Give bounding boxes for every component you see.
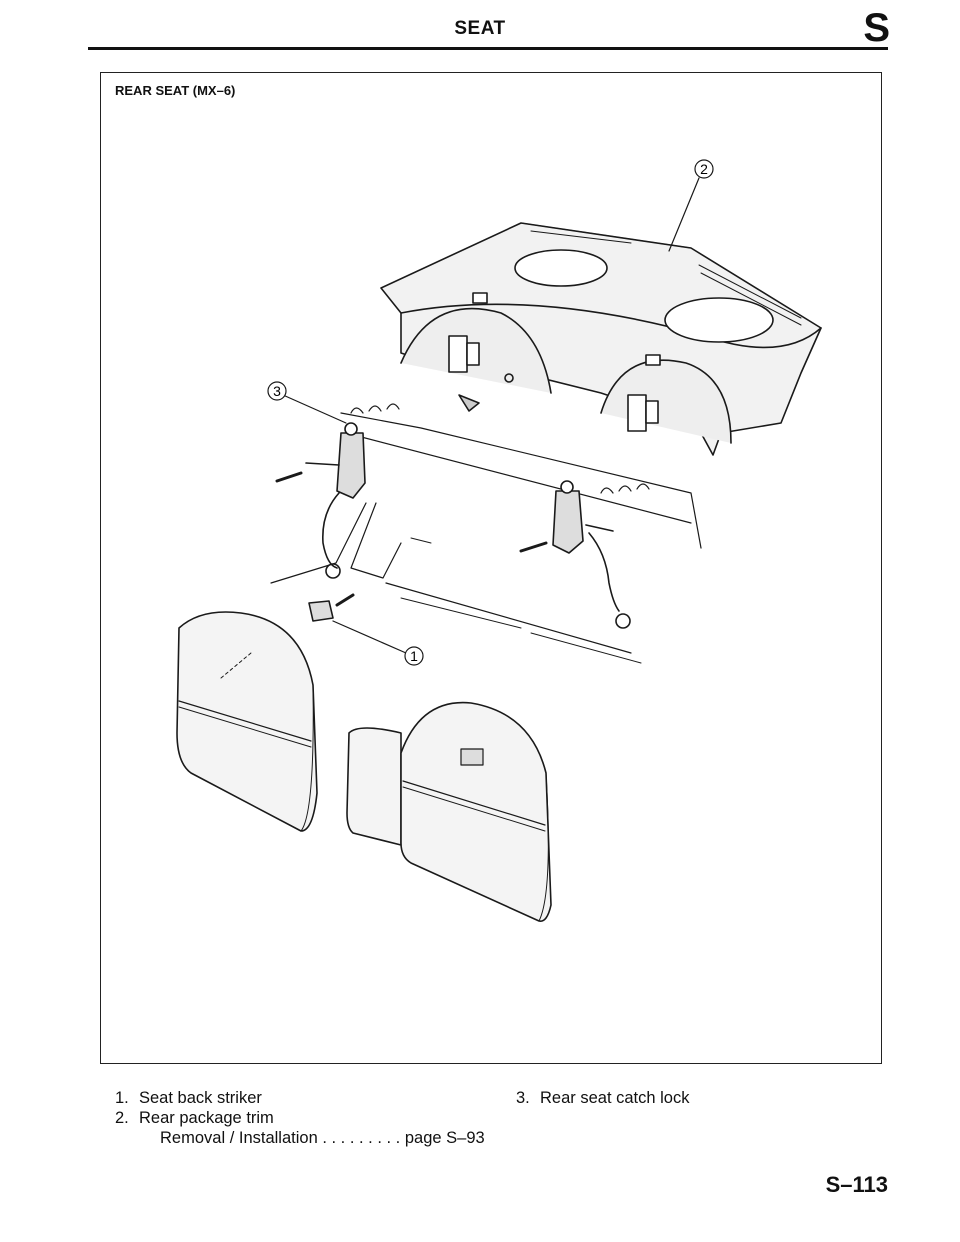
rear-seat-catch-lock-left — [275, 422, 366, 579]
callout-2: 2 — [694, 159, 714, 179]
header-rule — [88, 47, 888, 50]
page-number: S–113 — [825, 1172, 888, 1197]
legend-item: 2.Rear package trim — [115, 1109, 274, 1127]
svg-text:1: 1 — [410, 648, 418, 664]
rear-package-trim-drawing — [380, 222, 822, 456]
legend-item: 3.Rear seat catch lock — [516, 1089, 690, 1107]
svg-text:3: 3 — [273, 383, 281, 399]
seat-back-right — [346, 701, 552, 922]
figure-title: REAR SEAT (MX–6) — [115, 83, 236, 98]
figure-frame: 2 3 1 REAR SEAT (MX–6) — [100, 72, 882, 1064]
seat-back-striker-drawing — [308, 593, 355, 622]
callout-1: 1 — [404, 646, 424, 666]
svg-text:2: 2 — [700, 161, 708, 177]
rear-seat-catch-lock-right — [519, 480, 631, 629]
legend-item-subline: Removal / Installation . . . . . . . . .… — [160, 1129, 485, 1147]
parts-legend-right: 3.Rear seat catch lock — [516, 1088, 689, 1108]
callout-3: 3 — [267, 381, 287, 401]
parts-legend-left: 1.Seat back striker 2.Rear package trim … — [115, 1088, 485, 1148]
rear-panel-drawing — [270, 403, 702, 664]
page-title: SEAT — [454, 18, 506, 39]
legend-item: 1.Seat back striker — [115, 1089, 262, 1107]
seat-back-left — [176, 611, 318, 832]
rear-seat-exploded-diagram: 2 3 1 — [176, 159, 822, 922]
section-letter: S — [863, 6, 890, 50]
